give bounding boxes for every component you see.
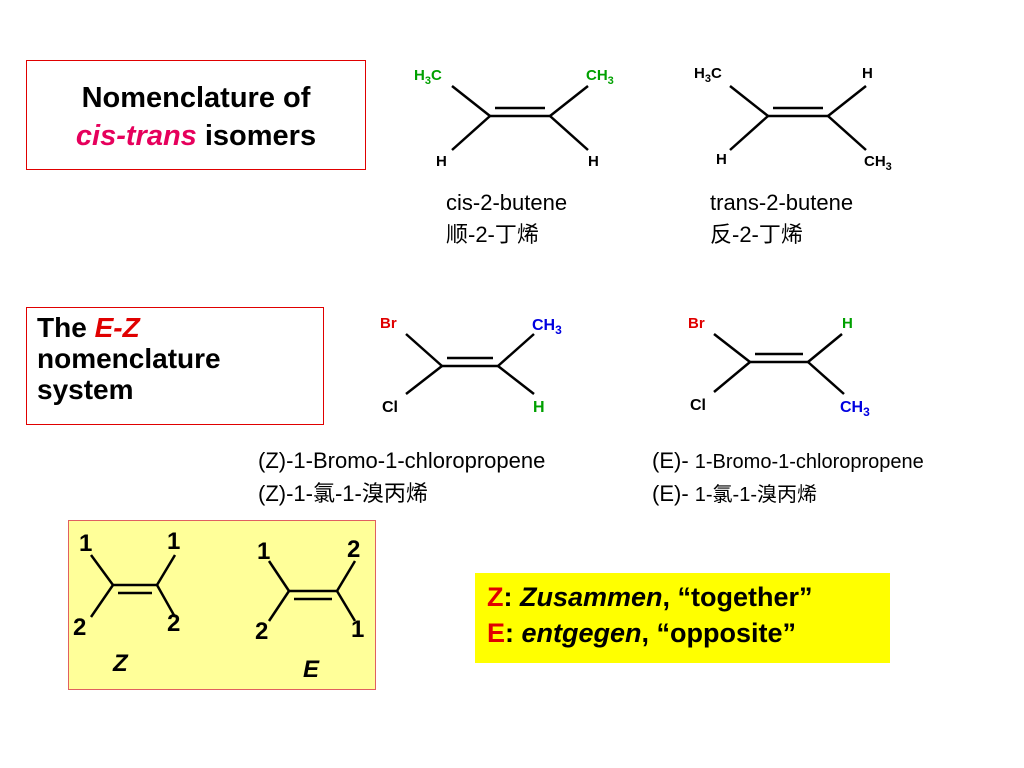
e-name-zh-body: 1-氯-1-溴丙烯 [694,484,817,506]
z-meaning: , “together” [662,582,813,612]
cis-name-zh: 顺-2-丁烯 [446,222,539,247]
cis-tr-group: CH3 [586,67,614,87]
z-priority-bl: 2 [73,614,86,641]
cis-2-butene-structure: H3C CH3 H H [414,67,614,170]
z-priority-br: 2 [167,610,180,637]
e-tl-group: Br [688,315,705,332]
e-priority-br: 1 [351,616,364,643]
z-bl-group: Cl [382,399,398,416]
title-line1: Nomenclature of [81,82,311,114]
z-priority-tl: 1 [79,530,92,557]
z-tl-group: Br [380,315,397,332]
trans-name-en: trans-2-butene [710,190,854,215]
trans-br-group: CH3 [864,153,892,173]
e-priority-tr: 2 [347,536,360,563]
title-line2: cis-trans isomers [27,117,365,155]
e-priority-tl: 1 [257,538,270,565]
e-name-zh-prefix: (E)- [652,481,695,506]
ez-line2: nomenclature [37,343,221,374]
e-word: entgegen [521,618,642,648]
title-italic: cis-trans [75,120,197,152]
cis-tl-group: H3C [414,67,442,87]
e-definition: E: entgegen, “opposite” [487,618,797,648]
e-bl-group: Cl [690,397,706,414]
z-word: Zusammen [520,582,663,612]
e-bromochloropropene-structure: Br H Cl CH3 [688,315,870,419]
cis-name-en: cis-2-butene [446,190,568,215]
cis-bl-group: H [436,153,447,170]
ez-letters: E-Z [94,312,140,343]
ez-line3: system [37,374,134,405]
ez-line1: The E-Z [37,312,323,343]
trans-2-butene-structure: H3C H H CH3 [694,65,892,173]
z-letter: Z [487,582,504,612]
definition-box: Z: Zusammen, “together” E: entgegen, “op… [475,573,890,663]
priority-demo-structures: 1 1 2 2 Z 1 2 2 1 E [73,528,364,683]
e-name-body: 1-Bromo-1-chloropropene [694,451,924,473]
e-tr-group: H [842,315,853,332]
e-letter: E [487,618,506,648]
z-label: Z [112,650,129,677]
trans-tr-group: H [862,65,873,82]
z-definition: Z: Zusammen, “together” [487,582,813,612]
z-name-en: (Z)-1-Bromo-1-chloropropene [258,448,546,473]
title-box: Nomenclature of cis-trans isomers [26,60,366,170]
z-bromochloropropene-structure: Br CH3 Cl H [380,315,562,416]
z-tr-group: CH3 [532,317,562,337]
trans-name-zh: 反-2-丁烯 [710,222,803,247]
z-name-zh: (Z)-1-氯-1-溴丙烯 [258,481,428,506]
e-priority-bl: 2 [255,618,268,645]
trans-tl-group: H3C [694,65,722,85]
z-br-group: H [533,399,545,416]
e-name-en: (E)- 1-Bromo-1-chloropropene [652,446,924,477]
e-name-prefix: (E)- [652,448,695,473]
e-br-group: CH3 [840,399,870,419]
ez-system-box: The E-Z nomenclature system [26,307,324,425]
ez-the: The [37,312,95,343]
cis-br-group: H [588,153,599,170]
z-priority-tr: 1 [167,528,180,555]
e-meaning: , “opposite” [641,618,797,648]
trans-bl-group: H [716,151,727,168]
e-name-zh: (E)- 1-氯-1-溴丙烯 [652,479,817,510]
priority-demo-box: 1 1 2 2 Z 1 2 2 1 E [68,520,376,690]
title-rest: isomers [196,120,317,152]
e-label: E [303,656,320,683]
